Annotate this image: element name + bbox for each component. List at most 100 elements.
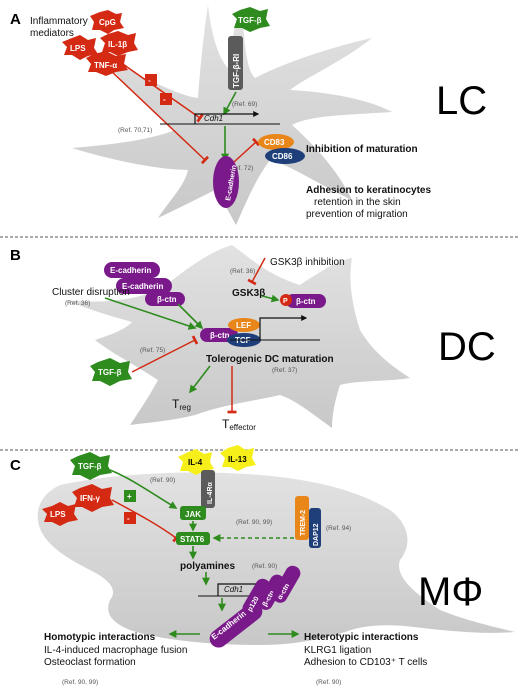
svg-text:P: P	[283, 298, 288, 305]
cluster-to-tcf-arrow	[104, 297, 197, 330]
teffector-label: Teffector	[222, 417, 256, 432]
svg-text:TGF-β: TGF-β	[98, 368, 122, 377]
adhesion-keratinocytes: Adhesion to keratinocytes	[306, 185, 431, 196]
il13-badge: IL-13	[220, 445, 256, 471]
bctn-b-top: β-ctn	[145, 292, 185, 306]
tgfb-inhibit-bctn	[131, 335, 199, 373]
panel-c: C MΦ TGF-β LPS IFN-γ + - (Ref. 90) IL-4 …	[10, 445, 516, 686]
tgfb-badge-c: TGF-β	[70, 452, 112, 480]
minus-badge-c: -	[124, 512, 136, 524]
ifng-badge: IFN-γ	[72, 484, 114, 512]
ref-75: (Ref. 75)	[140, 347, 165, 354]
svg-text:STAT6: STAT6	[180, 535, 205, 544]
svg-text:β-ctn: β-ctn	[210, 331, 230, 340]
homotypic-item-2: Osteoclast formation	[44, 657, 136, 668]
heterotypic-item-1: KLRG1 ligation	[304, 645, 371, 656]
inflammatory-label-1: Inflammatory	[30, 16, 88, 27]
ecad-inhibit-maturation	[233, 137, 261, 163]
ref-36b: (Ref. 36)	[230, 268, 255, 275]
cdh1-label-c: Cdh1	[224, 585, 243, 594]
panel-b: B DC E-cadherin E-cadherin β-ctn Cluster…	[10, 245, 496, 432]
svg-text:LEF: LEF	[236, 321, 251, 330]
plus-badge: +	[124, 490, 136, 502]
svg-text:CD83: CD83	[264, 138, 285, 147]
cdh1-gene	[194, 111, 260, 124]
il4-badge: IL-4	[178, 449, 214, 475]
svg-text:TREM-2: TREM-2	[300, 510, 307, 536]
svg-text:IFN-γ: IFN-γ	[80, 494, 101, 503]
gsk3b-label: GSK3β	[232, 288, 265, 299]
macrophage-cell-body	[37, 472, 516, 645]
panel-b-letter: B	[10, 247, 21, 264]
polyamines-label: polyamines	[180, 561, 235, 572]
gsk-inhibition: GSK3β inhibition	[270, 257, 345, 268]
svg-text:-: -	[148, 76, 151, 85]
trem2-receptor: TREM-2	[295, 496, 309, 540]
svg-text:E-cadherin: E-cadherin	[110, 266, 151, 275]
lps-badge-c: LPS	[42, 502, 78, 526]
tgfb-badge-b: TGF-β	[90, 358, 132, 386]
retention-skin: retention in the skin	[314, 197, 401, 208]
ref-72: (Ref. 72)	[228, 165, 253, 172]
ifng-inhibit-stat6	[111, 499, 180, 543]
panel-c-cell-type: MΦ	[418, 570, 483, 614]
lps-badge-a: LPS	[62, 35, 98, 60]
dap12-receptor: DAP12	[309, 508, 321, 548]
panel-a-letter: A	[10, 11, 21, 28]
inhibit-arrow-ecad	[109, 69, 210, 165]
svg-text:CpG: CpG	[99, 18, 116, 27]
svg-text:IL-4Rα: IL-4Rα	[207, 482, 214, 505]
cdh1-gene-c	[217, 581, 264, 596]
svg-text:-: -	[163, 95, 166, 104]
heterotypic-item-2: Adhesion to CD103⁺ T cells	[304, 657, 427, 668]
heterotypic-title: Heterotypic interactions	[304, 632, 419, 643]
tgfb-to-jak-arrow	[109, 469, 178, 509]
svg-text:E-cadherin: E-cadherin	[122, 282, 163, 291]
ecadherin-b2: E-cadherin	[116, 278, 172, 294]
gsk-inhibit-arrow	[247, 257, 266, 286]
tgfb-receptor-a: TGF-β-RI	[228, 36, 243, 90]
bctn-nuclear-arrow	[177, 303, 204, 330]
svg-text:+: +	[127, 492, 132, 501]
ref-69: (Ref. 69)	[232, 101, 257, 108]
homotypic-title: Homotypic interactions	[44, 632, 156, 643]
cd86-badge: CD86	[265, 148, 305, 164]
svg-text:IL-1β: IL-1β	[108, 40, 127, 49]
phospho-bctn: P β-ctn	[280, 294, 326, 308]
svg-text:TGF-β: TGF-β	[78, 462, 102, 471]
gsk-phospho-arrow	[261, 294, 280, 303]
svg-text:LPS: LPS	[50, 510, 66, 519]
homotypic-item-1: IL-4-induced macrophage fusion	[44, 645, 187, 656]
ref-90-99b: (Ref. 90, 99)	[62, 679, 98, 686]
prevention-migration: prevention of migration	[306, 209, 408, 220]
ref-90-99: (Ref. 90, 99)	[236, 519, 272, 526]
inhibit-arrow-cdh1	[119, 61, 204, 123]
jak-box: JAK	[180, 506, 206, 520]
ecadherin-b1: E-cadherin	[104, 262, 160, 278]
inflammatory-label-2: mediators	[30, 28, 74, 39]
il4ra-receptor: IL-4Rα	[201, 470, 215, 508]
cpg-badge: CpG	[90, 10, 124, 34]
tnfa-badge: TNF-α	[86, 51, 128, 76]
svg-text:β-ctn: β-ctn	[157, 295, 177, 304]
svg-text:TGF-β-RI: TGF-β-RI	[232, 54, 241, 88]
panel-c-letter: C	[10, 457, 21, 474]
svg-text:CD86: CD86	[272, 152, 293, 161]
ref-90a: (Ref. 90)	[150, 477, 175, 484]
treg-arrow	[189, 365, 211, 394]
svg-text:TNF-α: TNF-α	[94, 61, 117, 70]
stat6-box: STAT6	[176, 532, 210, 545]
svg-text:LPS: LPS	[70, 44, 86, 53]
ecadherin-a: E-cadherin	[213, 156, 239, 208]
cdh1-label-a: Cdh1	[204, 114, 223, 123]
tgfb-badge-a: TGF-β	[232, 7, 270, 32]
ref-36a: (Ref. 36)	[65, 300, 90, 307]
cluster-disruption: Cluster disruption	[52, 287, 130, 298]
svg-text:IL-13: IL-13	[228, 455, 247, 464]
svg-text:β-ctn: β-ctn	[296, 297, 316, 306]
svg-text:TGF-β: TGF-β	[238, 16, 262, 25]
svg-text:IL-4: IL-4	[188, 458, 203, 467]
inhibition-of-maturation: Inhibition of maturation	[306, 144, 418, 155]
il1b-badge: IL-1β	[100, 31, 138, 56]
ref-90c: (Ref. 90)	[316, 679, 341, 686]
